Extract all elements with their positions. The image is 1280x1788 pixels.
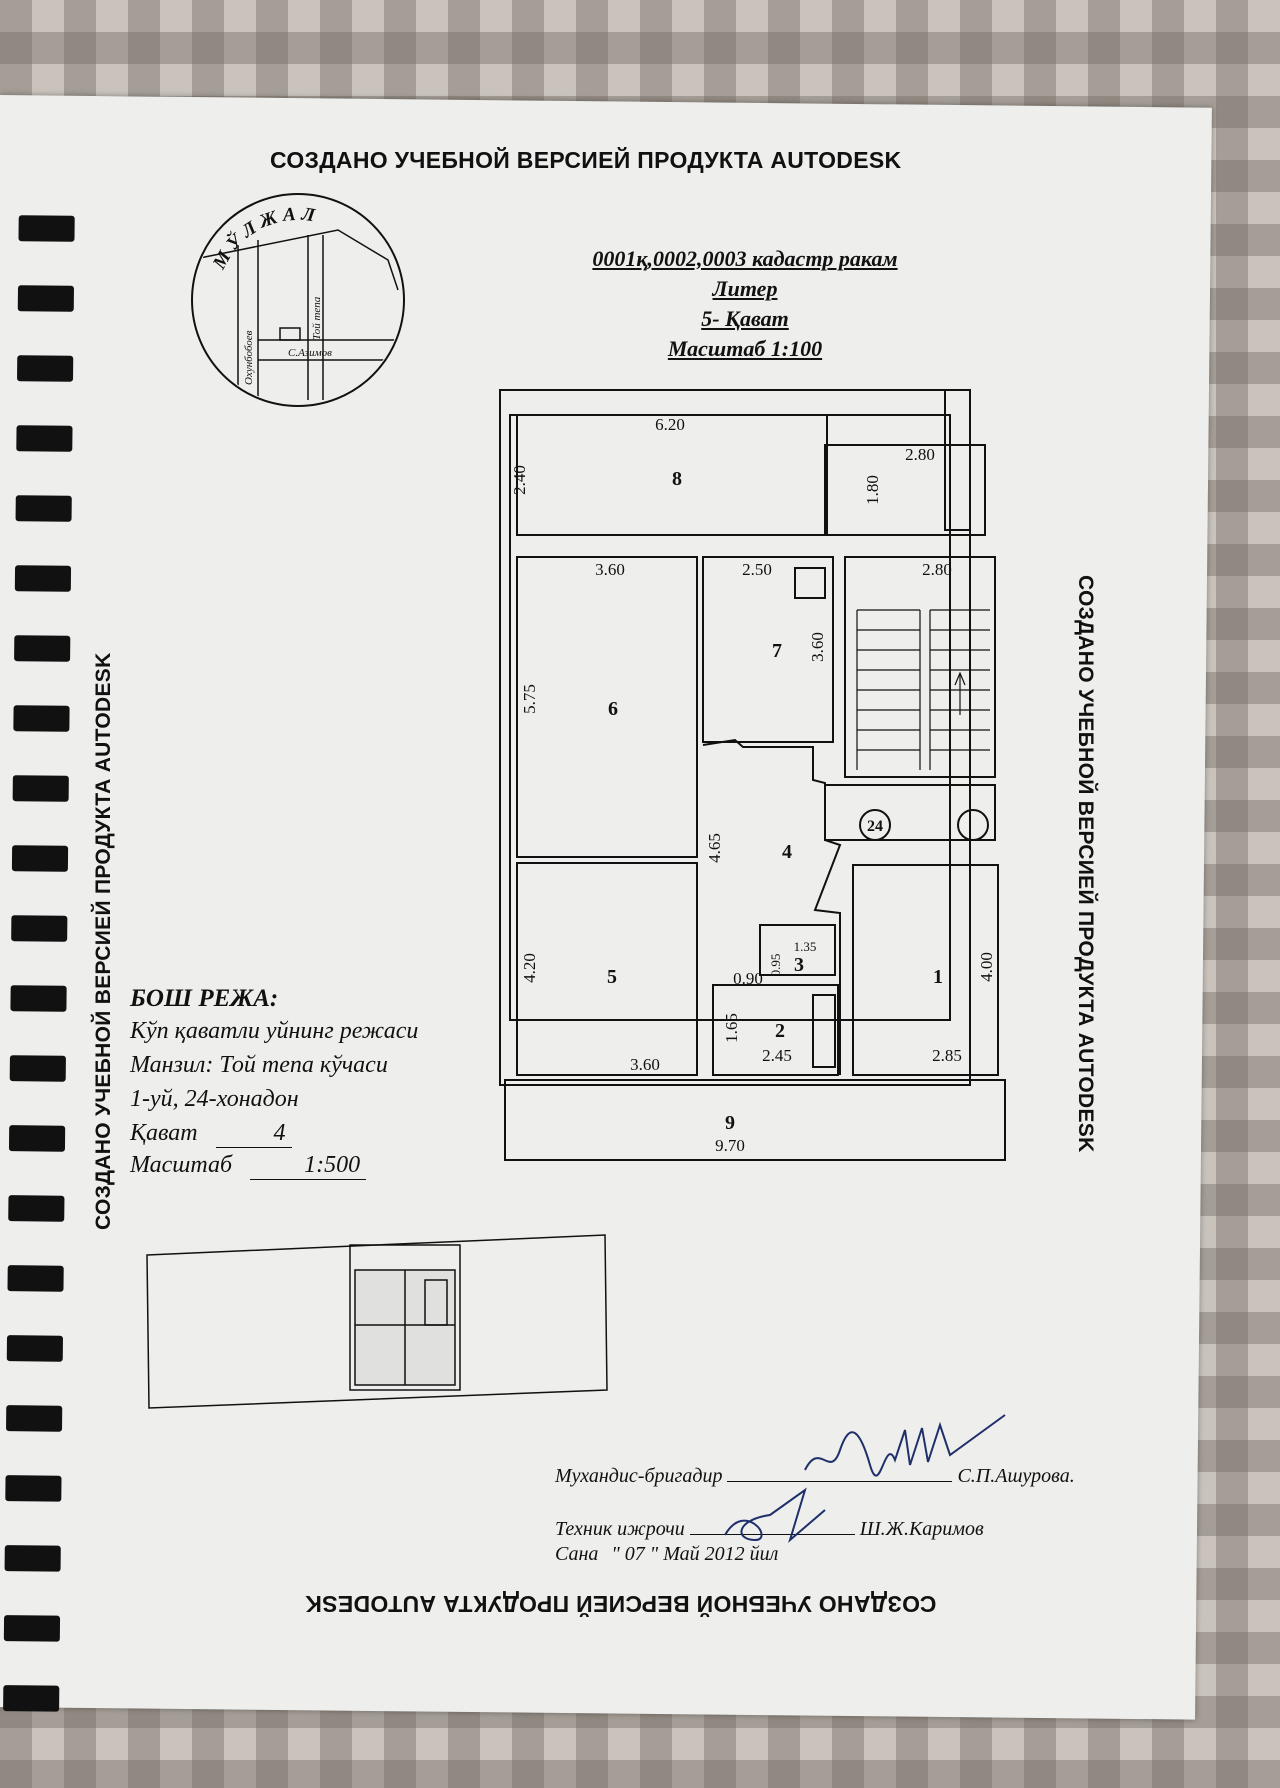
dim-4-20: 4.20 bbox=[520, 953, 539, 983]
dim-1-65: 1.65 bbox=[722, 1013, 741, 1043]
date-value: " 07 " Май 2012 йил bbox=[611, 1543, 779, 1565]
room-7-label: 7 bbox=[772, 640, 782, 662]
room-5-label: 5 bbox=[607, 966, 617, 988]
dim-2-45: 2.45 bbox=[762, 1046, 792, 1065]
room-4-label: 4 bbox=[782, 841, 792, 863]
scale-label: Масштаб 1:100 bbox=[667, 336, 823, 361]
dim-2-85: 2.85 bbox=[932, 1046, 962, 1065]
plan-info-line-3: 1-уй, 24-хонадон bbox=[130, 1086, 299, 1112]
room-2-label: 2 bbox=[775, 1020, 785, 1042]
dim-6-20: 6.20 bbox=[655, 415, 685, 434]
dim-3-60-room7: 3.60 bbox=[808, 632, 827, 662]
site-plan-thumbnail bbox=[146, 1234, 608, 1409]
room-3-label: 3 bbox=[794, 954, 804, 976]
dim-0-90: 0.90 bbox=[733, 969, 763, 988]
scale-field-value: 1:500 bbox=[250, 1152, 367, 1180]
room-1-label: 1 bbox=[933, 966, 943, 988]
plan-info-line-2: Манзил: Той тепа кўчаси bbox=[130, 1052, 388, 1078]
dim-5-75: 5.75 bbox=[520, 684, 539, 714]
dim-3-60-room5: 3.60 bbox=[630, 1055, 660, 1074]
stamp-title: МЎЛЖАЛ bbox=[209, 204, 317, 274]
technician-name: Ш.Ж.Каримов bbox=[859, 1518, 984, 1540]
dim-2-50: 2.50 bbox=[742, 560, 772, 579]
floor-plan: 6.20 2.40 2.80 1.80 3.60 2.50 2.80 3.60 … bbox=[499, 389, 1006, 1161]
floor-field-value: 4 bbox=[215, 1120, 292, 1148]
technician-label: Техник ижрочи bbox=[555, 1518, 685, 1540]
date-label: Сана bbox=[555, 1543, 599, 1565]
plan-info-line-1: Кўп қаватли уйнинг режаси bbox=[130, 1018, 419, 1044]
dim-2-40: 2.40 bbox=[510, 465, 529, 495]
engineer-signature-row: Мухандис-бригадир С.П.Ашурова. bbox=[555, 1465, 1075, 1488]
room-8-label: 8 bbox=[672, 468, 682, 490]
watermark-top: СОЗДАНО УЧЕБНОЙ ВЕРСИЕЙ ПРОДУКТА AUTODES… bbox=[270, 147, 902, 173]
engineer-signature bbox=[804, 1414, 1006, 1477]
dim-3-60-room6: 3.60 bbox=[595, 560, 625, 579]
cadastre-number: 0001қ,0002,0003 кадастр ракам bbox=[592, 246, 898, 271]
technician-signature bbox=[724, 1487, 826, 1543]
dim-4-65: 4.65 bbox=[705, 833, 724, 863]
plan-info-title: БОШ РЕЖА: bbox=[130, 985, 279, 1012]
room-9-label: 9 bbox=[725, 1112, 735, 1134]
floor-label: 5- Қават bbox=[701, 306, 789, 331]
plan-info-floor: Қават 4 bbox=[130, 1120, 292, 1148]
spiral-binding bbox=[2, 215, 78, 1776]
location-stamp: МЎЛЖАЛ Охунбобоев Той тепа С.Азимов bbox=[191, 193, 405, 407]
apartment-number: 24 bbox=[867, 818, 883, 835]
svg-text:МЎЛЖАЛ: МЎЛЖАЛ bbox=[209, 204, 322, 274]
date-row: Сана " 07 " Май 2012 йил bbox=[555, 1543, 778, 1566]
room-6-label: 6 bbox=[608, 698, 618, 720]
dim-2-80-stairs: 2.80 bbox=[922, 560, 952, 579]
dim-2-80-top: 2.80 bbox=[905, 445, 935, 464]
dim-1-35: 1.35 bbox=[794, 939, 817, 954]
technician-signature-row: Техник ижрочи Ш.Ж.Каримов bbox=[555, 1518, 984, 1541]
floor-field-label: Қават bbox=[130, 1120, 198, 1146]
liter-label: Литер bbox=[712, 276, 778, 301]
watermark-left: СОЗДАНО УЧЕБНОЙ ВЕРСИЕЙ ПРОДУКТА AUTODES… bbox=[92, 652, 115, 1230]
engineer-name: С.П.Ашурова. bbox=[957, 1465, 1075, 1487]
watermark-bottom: СОЗДАНО УЧЕБНОЙ ВЕРСИЕЙ ПРОДУКТА AUTODES… bbox=[305, 1591, 937, 1617]
engineer-label: Мухандис-бригадир bbox=[555, 1465, 723, 1487]
dim-0-95: 0.95 bbox=[768, 954, 783, 977]
plan-info-scale: Масштаб 1:500 bbox=[130, 1152, 367, 1180]
stamp-street-1: Охунбобоев bbox=[243, 330, 255, 385]
dim-9-70: 9.70 bbox=[715, 1136, 745, 1155]
dim-4-00: 4.00 bbox=[977, 952, 996, 982]
watermark-right: СОЗДАНО УЧЕБНОЙ ВЕРСИЕЙ ПРОДУКТА AUTODES… bbox=[1074, 575, 1097, 1153]
stamp-street-3: С.Азимов bbox=[288, 347, 332, 359]
scale-field-label: Масштаб bbox=[130, 1152, 233, 1178]
stamp-street-2: Той тепа bbox=[311, 296, 323, 340]
dim-1-80: 1.80 bbox=[863, 475, 882, 505]
